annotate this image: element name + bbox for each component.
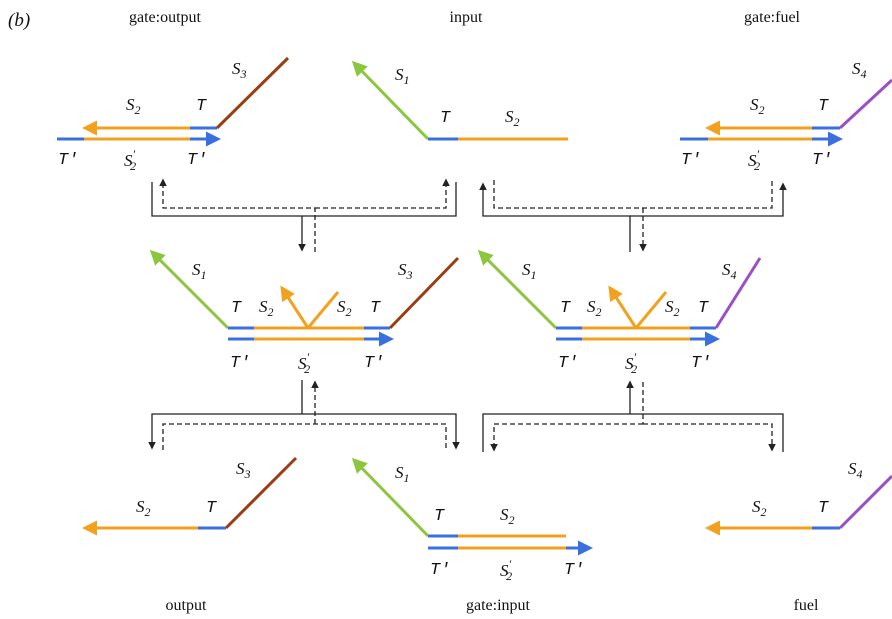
intermediate-complex-right: S1 S4 T S2 S2 T T′ S′2 T′ <box>477 249 762 376</box>
s4-label: S4 <box>848 459 863 481</box>
reaction-arrows-top-right <box>479 180 787 252</box>
reaction-arrows-top-left <box>151 178 457 252</box>
s1-label: S1 <box>192 260 207 282</box>
t-label: T <box>818 499 829 518</box>
t-label: T <box>698 299 709 318</box>
s2-branch <box>608 285 638 329</box>
s3-label: S3 <box>236 459 251 481</box>
s1-domain <box>149 249 230 330</box>
panel-label: (b) <box>8 10 30 31</box>
gate-fuel-complex: S4 S2 T T′ S′2 T′ <box>680 59 892 173</box>
s4-domain <box>838 78 892 130</box>
t-label: T <box>370 299 381 318</box>
gate-input-complex: S1 T S2 T′ S′2 T′ <box>351 457 593 583</box>
s2-label: S2 <box>259 297 274 319</box>
gate-output-complex: S3 S2 T T′ S′2 T′ <box>57 56 290 173</box>
s3-domain <box>224 456 298 530</box>
s2-label: S2 <box>500 505 515 527</box>
reaction-arrows-bottom-right <box>482 380 784 452</box>
t-label: T <box>206 499 217 518</box>
s2-label: S2 <box>665 297 680 319</box>
s2-label: S2 <box>337 297 352 319</box>
s2p-label: S′2 <box>124 147 136 173</box>
s4-label: S4 <box>722 260 737 282</box>
s3-domain <box>215 56 290 130</box>
s2-branch <box>634 291 668 329</box>
t-label: T <box>196 97 207 116</box>
tp-label: T′ <box>230 354 250 373</box>
tp-label: T′ <box>812 151 832 170</box>
s2-label: S2 <box>136 497 151 519</box>
s1-label: S1 <box>395 463 410 485</box>
s2-label: S2 <box>587 297 602 319</box>
fuel-strand: S4 S2 T <box>705 459 892 536</box>
tp-label: T′ <box>430 561 450 580</box>
s2-label: S2 <box>505 107 520 129</box>
s1-domain <box>351 457 430 538</box>
s2p-label: S′2 <box>298 350 310 376</box>
s3-domain <box>388 256 460 330</box>
tp-label: T′ <box>681 151 701 170</box>
s2p-label: S′2 <box>625 350 637 376</box>
s2-label: S2 <box>750 95 765 117</box>
t-label: T <box>818 97 829 116</box>
complex-caption-gate-input: gate:input <box>466 597 531 614</box>
reaction-arrows-bottom-left <box>148 380 460 450</box>
complex-caption-input: input <box>450 9 483 26</box>
tp-label: T′ <box>58 151 78 170</box>
tp-label: T′ <box>691 354 711 373</box>
s4-domain <box>838 474 892 530</box>
t-label: T <box>231 299 242 318</box>
s1-label: S1 <box>522 260 537 282</box>
s1-label: S1 <box>395 65 410 87</box>
s2-branch <box>306 291 340 329</box>
tp-label: T′ <box>364 354 384 373</box>
t-label: T <box>560 299 571 318</box>
complex-caption-output: output <box>166 597 207 614</box>
s4-label: S4 <box>852 59 867 81</box>
s2p-label: S′2 <box>748 147 760 173</box>
complex-caption-gate-output: gate:output <box>129 9 202 26</box>
tp-label: T′ <box>558 354 578 373</box>
input-strand: S1 T S2 <box>351 60 568 141</box>
tp-label: T′ <box>564 561 584 580</box>
t-label: T <box>440 109 451 128</box>
complex-caption-fuel: fuel <box>794 597 819 614</box>
tp-label: T′ <box>187 151 207 170</box>
complex-caption-gate-fuel: gate:fuel <box>744 9 801 26</box>
s3-label: S3 <box>232 59 247 81</box>
output-strand: S3 S2 T <box>82 456 298 536</box>
intermediate-complex-left: S1 S3 T S2 S2 T T′ S′2 T′ <box>149 249 460 376</box>
s2-branch <box>280 285 310 329</box>
s3-label: S3 <box>398 260 413 282</box>
s2-label: S2 <box>126 95 141 117</box>
s1-domain <box>477 249 558 330</box>
s4-domain <box>714 257 762 329</box>
t-label: T <box>434 507 445 526</box>
s2p-label: S′2 <box>500 557 512 583</box>
s1-domain <box>351 60 430 141</box>
s2-label: S2 <box>752 497 767 519</box>
